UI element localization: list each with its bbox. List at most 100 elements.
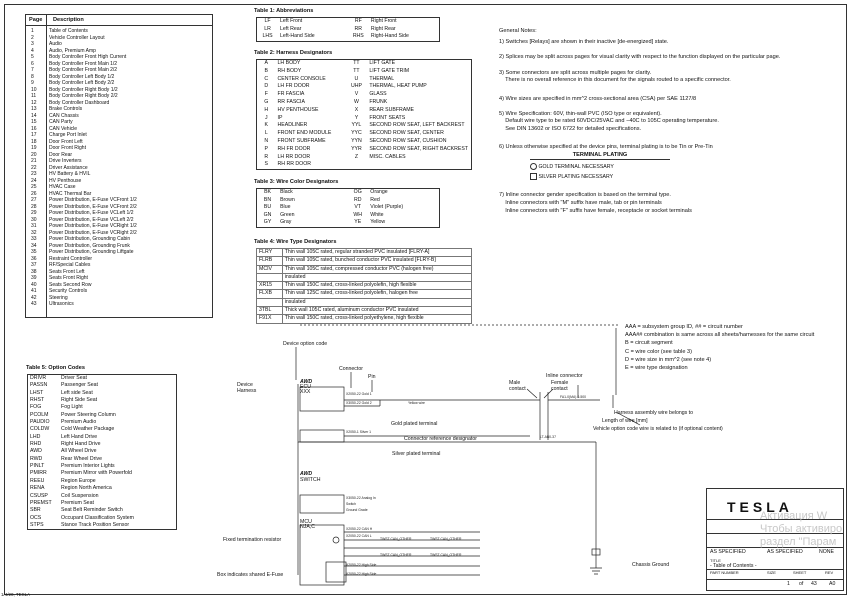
table3-cell: Violet (Purple) (370, 204, 404, 211)
contents-page-number: 19 (31, 145, 37, 151)
svg-text:TWST CAN_OTHER: TWST CAN_OTHER (430, 537, 462, 541)
table3-cell: YE (354, 219, 362, 226)
contents-page-number: 10 (31, 86, 37, 93)
table5-cell: Premium Interior Lights (61, 463, 115, 470)
contents-description: Drive Inverters (49, 158, 82, 164)
contents-page-number: 20 (31, 151, 37, 158)
table5-cell: RHD (30, 441, 42, 448)
table2-cell: SECOND ROW SEAT, CENTER (369, 130, 444, 137)
svg-text:X3050-22 Analog In: X3050-22 Analog In (346, 496, 376, 500)
note-line: Default wire type to be rated 60VDC/25VA… (499, 118, 719, 125)
contents-page-number: 9 (31, 80, 34, 86)
contents-page-number: 12 (31, 99, 37, 106)
table1-cell: RR (354, 25, 363, 32)
note-line: 4) Wire sizes are specified in mm^2 cros… (499, 96, 697, 103)
title-value: - Table of Contents - (710, 563, 757, 569)
table2-cell: FRUNK (369, 98, 388, 105)
male-contact-label: Male contact (509, 380, 526, 393)
table2-cell: THERMAL, HEAT PUMP (369, 83, 427, 90)
table1-cell: Right Rear (370, 25, 396, 32)
table2-cell: YYL (351, 122, 362, 129)
rev-label: REV (825, 570, 834, 575)
table1-cell: Left-Hand Side (280, 33, 315, 40)
table4-cell: Thin wall 105C rated, bunched conductor … (281, 256, 473, 266)
contents-description: Vehicle Controller Layout (49, 34, 105, 41)
table1-cell: Right-Hand Side (370, 33, 409, 40)
contents-row: 10 Body Controller Right Body 1/2 (26, 87, 212, 94)
contents-description: Brake Controls (49, 106, 83, 112)
female-contact-label: Female contact (551, 380, 569, 393)
contents-description: Body Controller Right Body 1/2 (49, 86, 118, 93)
table2-cell: G (264, 98, 269, 105)
table3-cell: Blue (280, 204, 291, 211)
contents-page-number: 18 (31, 138, 37, 145)
contents-description: Steering (49, 294, 68, 301)
contents-page-number: 36 (31, 255, 37, 262)
contents-description: Power Distribution, E-Fuse VCRight 2/2 (49, 229, 137, 236)
contents-page-number: 4 (31, 47, 34, 54)
harness-assembly-label: Harness assembly wire belongs to (614, 410, 694, 416)
contents-description: Audio, Premium Amp (49, 47, 96, 54)
contents-description: Power Distribution, E-Fuse VCFront 1/2 (49, 197, 137, 203)
table2-cell: FR FASCIA (277, 91, 305, 98)
contents-description: Power Distribution, E-Fuse VCLeft 2/2 (49, 216, 134, 223)
svg-text:LT-AB0-37: LT-AB0-37 (540, 435, 556, 439)
table5-cell: Fog Light (61, 404, 83, 411)
note-line: D = wire size in mm^2 (see note 4) (625, 356, 712, 363)
footer-left: 1/4/20, TESLA (1, 592, 31, 597)
table2-cell: S (264, 161, 268, 168)
contents-page-number: 37 (31, 262, 37, 268)
contents-description: Restraint Controller (49, 255, 93, 262)
table5-cell: Seat Belt Reminder Switch (61, 507, 123, 514)
table3-cell: VT (354, 204, 362, 211)
contents-page-number: 22 (31, 164, 37, 171)
inline-connector-label: Inline connector (546, 373, 583, 379)
table2-cell: R (264, 153, 269, 160)
table2-cell: CENTER CONSOLE (277, 75, 326, 82)
table3-cell: BN (263, 196, 272, 203)
table4-cell: Thin wall 150C rated, cross-linked polye… (281, 314, 473, 324)
note-line: AAA = subsystem group ID, ## = circuit n… (625, 324, 743, 330)
table5-cell: Premium Seat (61, 499, 94, 506)
table5-cell: Passenger Seat (61, 382, 98, 389)
device-harness-label: Device Harness (237, 382, 257, 395)
table5-cell: PMIRR (30, 470, 47, 477)
rev-value: A0 (829, 581, 836, 587)
table1-cell: LHS (262, 33, 273, 40)
contents-description: HV Battery & HVIL (49, 171, 91, 177)
material-value: AS SPECIFIED (710, 549, 746, 555)
contents-description: Body Controller Dashboard (49, 99, 110, 106)
table5-cell: Driver Seat (61, 375, 87, 381)
svg-text:X2050-22 CAN H: X2050-22 CAN H (346, 527, 373, 531)
device-option-code-label: Device option code (283, 341, 328, 347)
contents-description: Power Distribution, E-Fuse VCFront 2/2 (49, 203, 137, 210)
table2-cell: F (264, 91, 268, 98)
contents-description: Body Controller Front High Current (49, 54, 127, 60)
contents-description: Ultrasonics (49, 301, 74, 307)
table5-cell: Power Steering Column (61, 411, 116, 418)
contents-page-number: 28 (31, 203, 37, 210)
sheet-total: 43 (811, 581, 817, 587)
